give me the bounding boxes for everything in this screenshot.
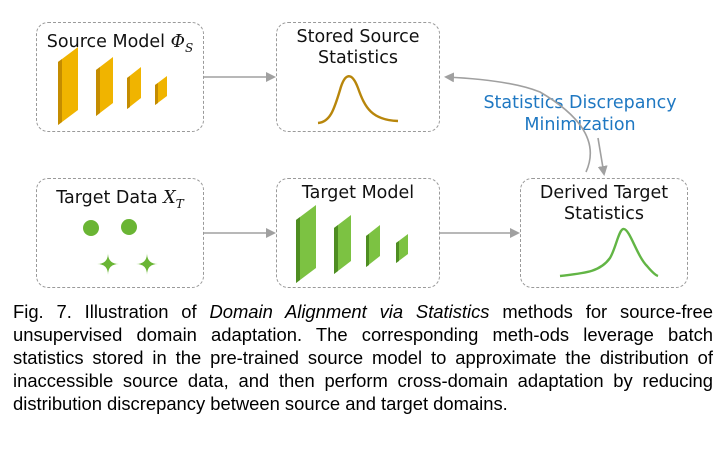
arrow-note-to-derived: [597, 137, 608, 176]
caption-suffix: methods for source-free unsupervised dom…: [13, 301, 714, 414]
discrepancy-line1: Statistics Discrepancy: [483, 93, 677, 113]
phi-symbol: Φ: [170, 32, 185, 52]
stored-stats-line2: Statistics: [318, 48, 398, 68]
target-distribution-curve-icon: [559, 227, 659, 278]
arrow-derived-to-stored: [444, 72, 591, 173]
derived-stats-line1: Derived Target: [539, 183, 669, 203]
source-model-text: Source Model: [46, 32, 166, 52]
target-data-label: Target Data XT: [37, 188, 203, 215]
source-model-symbol: ΦS: [170, 32, 194, 55]
target-model-label: Target Model: [301, 183, 415, 203]
stored-stats-line1: Stored Source: [296, 27, 420, 47]
stored-source-statistics-box: Stored Source Statistics: [276, 22, 440, 132]
target-data-points-icon: [83, 219, 158, 275]
caption-italic: Domain Alignment via Statistics: [209, 301, 490, 322]
stored-stats-title: Stored Source Statistics: [277, 27, 439, 69]
source-subscript: S: [184, 41, 194, 55]
target-subscript: T: [175, 197, 184, 211]
diagram-graphics: [58, 47, 659, 283]
source-model-label: Source Model ΦS: [37, 32, 203, 59]
figure-caption: Fig. 7. Illustration of Domain Alignment…: [13, 300, 713, 415]
target-data-text: Target Data: [56, 188, 158, 208]
derived-stats-title: Derived Target Statistics: [521, 183, 687, 225]
target-network-icon: [296, 205, 408, 283]
derived-target-statistics-box: Derived Target Statistics: [520, 178, 688, 288]
x-symbol: X: [163, 188, 176, 208]
target-data-box: Target Data XT: [36, 178, 204, 288]
derived-stats-line2: Statistics: [564, 204, 644, 224]
caption-prefix: Fig. 7. Illustration of: [13, 301, 210, 322]
source-network-icon: [58, 47, 167, 125]
target-data-symbol: XT: [163, 188, 184, 211]
source-distribution-curve-icon: [317, 75, 399, 125]
